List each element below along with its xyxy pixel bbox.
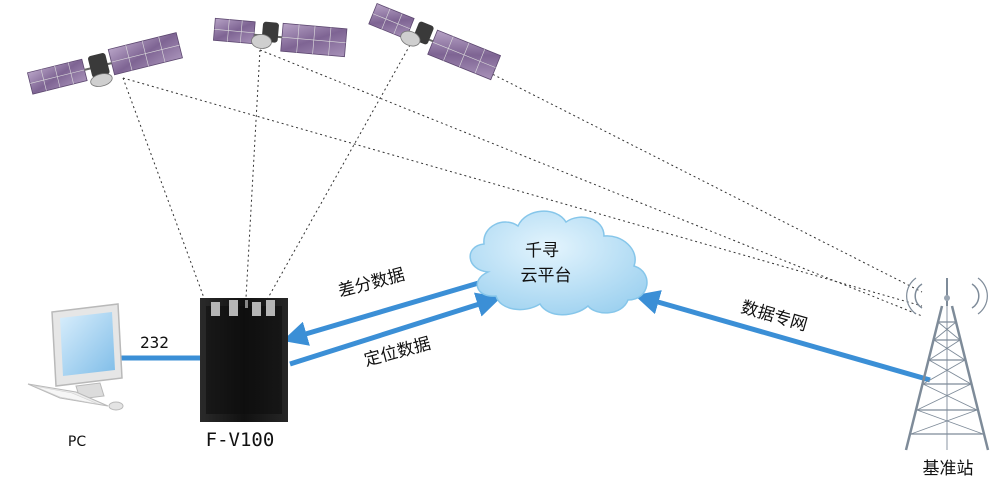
device-icon xyxy=(200,298,288,422)
cloud-title-line1: 千寻 xyxy=(525,241,559,261)
base-station-tower-icon xyxy=(904,277,990,451)
cloud-title-line2: 云平台 xyxy=(521,266,572,286)
signal-line xyxy=(259,49,923,317)
device-label: F-V100 xyxy=(206,429,275,451)
station-to-cloud-arrow xyxy=(634,290,931,383)
signal-line xyxy=(434,44,923,293)
signal-line xyxy=(122,77,923,307)
satellite-icon xyxy=(212,17,348,58)
base-station-label: 基准站 xyxy=(923,459,974,479)
cloud-icon xyxy=(469,210,648,316)
pc-label: PC xyxy=(68,434,86,450)
signal-line xyxy=(267,44,411,299)
pc-device-link-label: 232 xyxy=(140,333,169,352)
device-to-cloud-arrow xyxy=(289,292,502,367)
cloud-to-device-label: 差分数据 xyxy=(336,265,407,302)
satellite-icon xyxy=(368,3,502,81)
computer-icon xyxy=(27,303,124,411)
signal-lines xyxy=(122,44,923,317)
satellite-icon xyxy=(26,32,183,95)
signal-line xyxy=(122,77,205,299)
signal-line xyxy=(245,49,261,299)
cloud-to-device-arrow xyxy=(282,279,483,346)
